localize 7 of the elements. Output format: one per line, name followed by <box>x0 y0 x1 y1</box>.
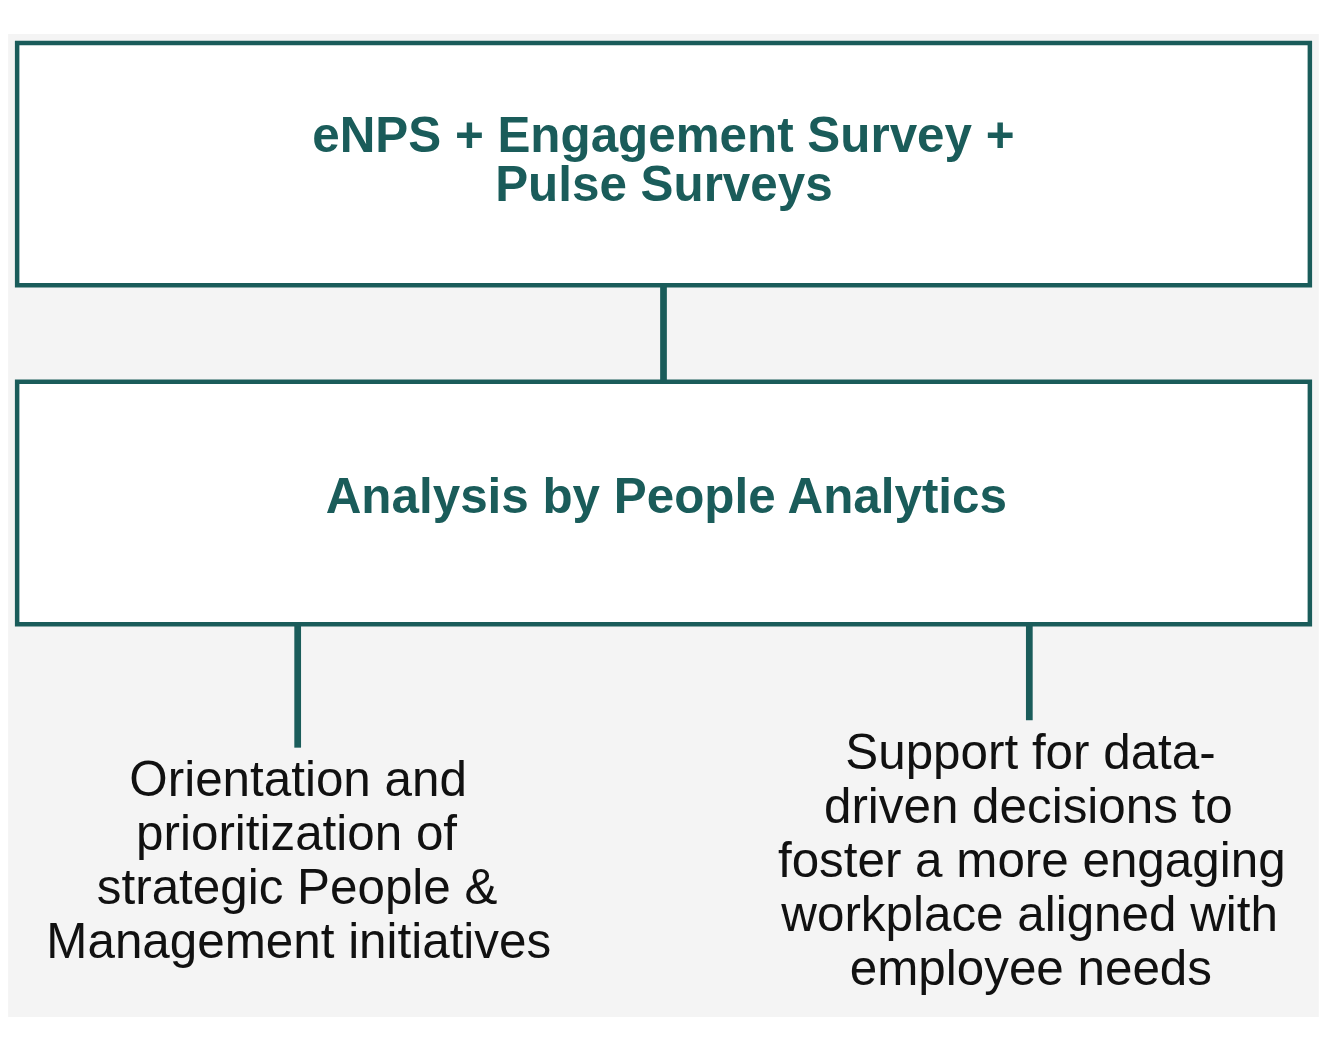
connector <box>660 285 667 381</box>
connector <box>294 623 302 748</box>
node-text: Support for data-driven decisions to foster a more engaging workplace aligned with employee needs <box>777 723 1286 995</box>
node-box: Analysis by People Analytics <box>14 379 1313 626</box>
node-text: Orientation and prioritization of strategic People & Management initiatives <box>46 750 552 968</box>
node-box: eNPS + Engagement Survey + Pulse Surveys <box>14 40 1313 288</box>
connector <box>1025 623 1033 720</box>
